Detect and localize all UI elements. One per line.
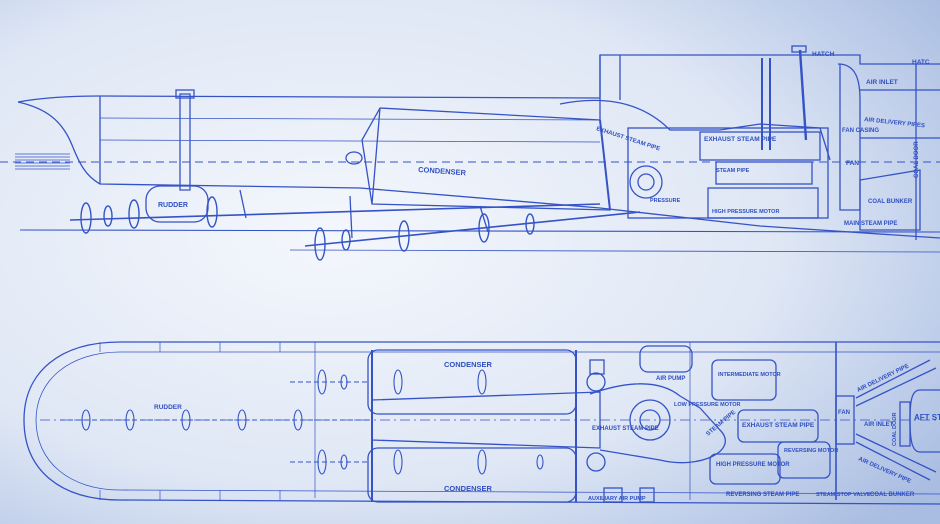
plan-propellers	[81, 369, 544, 475]
plan-view	[23, 341, 940, 505]
label-fan-side: FAN	[846, 160, 859, 167]
label-hatch-right: HATC	[912, 59, 930, 66]
label-condenser-bottom: CONDENSER	[444, 484, 493, 493]
label-high-pressure-motor-side: HIGH PRESSURE MOTOR	[712, 209, 779, 215]
label-reversing-steam-pipe: REVERSING STEAM PIPE	[726, 492, 799, 498]
label-air-inlet-side: AIR INLET	[866, 79, 898, 86]
label-fan-plan: FAN	[838, 410, 850, 416]
side-elevation	[0, 45, 940, 261]
label-rudder-plan: RUDDER	[154, 404, 182, 411]
label-coal-door-plan: COAL DOOR	[892, 412, 898, 446]
label-intermediate-motor: INTERMEDIATE MOTOR	[718, 372, 781, 378]
plan-hull-outline	[23, 341, 940, 505]
plan-exhaust-pipe	[589, 383, 726, 464]
stern-hatching	[15, 153, 70, 170]
plan-exhaust-steam-box	[737, 409, 819, 443]
plan-air-delivery-pipe-bottom	[855, 441, 931, 481]
side-exhaust-pipe	[559, 99, 831, 161]
label-coal-door-side: COAL DOOR	[914, 141, 920, 178]
plan-shafts	[60, 381, 370, 463]
label-after-stokehold: AFT STOK	[914, 413, 940, 422]
label-fan-casing: FAN CASING	[842, 128, 879, 134]
plan-intermediate-motor	[711, 359, 777, 401]
plan-frames	[99, 342, 316, 500]
plan-after-stokehold	[909, 389, 940, 453]
label-high-pressure-motor-plan: HIGH PRESSURE MOTOR	[716, 462, 790, 468]
side-shaft-upper	[69, 203, 601, 221]
label-auxiliary-air-pump: AUXILIARY AIR PUMP	[588, 496, 646, 502]
label-reversing-motor: REVERSING MOTOR	[784, 448, 838, 454]
label-steam-pipe-side: STEAM PIPE	[716, 168, 750, 174]
rudder-post	[179, 93, 191, 191]
label-condenser-top: CONDENSER	[444, 360, 493, 369]
plan-fan	[835, 395, 855, 445]
label-steam-stop-valve: STEAM STOP VALVE	[816, 492, 871, 498]
label-main-steam-pipe: MAIN STEAM PIPE	[844, 221, 897, 227]
plan-air-pump	[639, 345, 693, 373]
label-coal-bunker-side: COAL BUNKER	[868, 199, 913, 205]
side-strake	[99, 139, 601, 143]
side-shaft-lower	[304, 211, 641, 247]
label-rudder-side: RUDDER	[158, 202, 188, 209]
label-low-pressure-motor: LOW PRESSURE MOTOR	[674, 402, 741, 408]
plan-air-delivery-pipe-top	[855, 359, 931, 399]
label-exhaust-steam-pipe-right: EXHAUST STEAM PIPE	[742, 422, 815, 429]
label-condenser-side: CONDENSER	[418, 165, 467, 177]
rudder-post-head	[175, 89, 195, 99]
side-coal-bunker	[859, 169, 921, 231]
label-air-pump: AIR PUMP	[656, 376, 685, 382]
label-hatch: HATCH	[812, 51, 835, 58]
label-exhaust-steam-pipe-left: EXHAUST STEAM PIPE	[592, 426, 659, 432]
label-air-inlet-plan: AIR INLET	[864, 422, 894, 428]
side-keel-line	[19, 229, 940, 233]
plan-high-pressure-motor	[709, 453, 781, 485]
label-coal-bunker-plan: COAL BUNKER	[870, 492, 915, 498]
label-pressure-side: PRESSURE	[650, 198, 681, 204]
side-propeller	[80, 196, 535, 261]
side-lower-line	[289, 249, 940, 253]
side-hull-outline	[17, 54, 940, 103]
side-strake	[99, 117, 601, 121]
label-exhaust-steam-pipe-side: EXHAUST STEAM PIPE	[704, 136, 777, 143]
